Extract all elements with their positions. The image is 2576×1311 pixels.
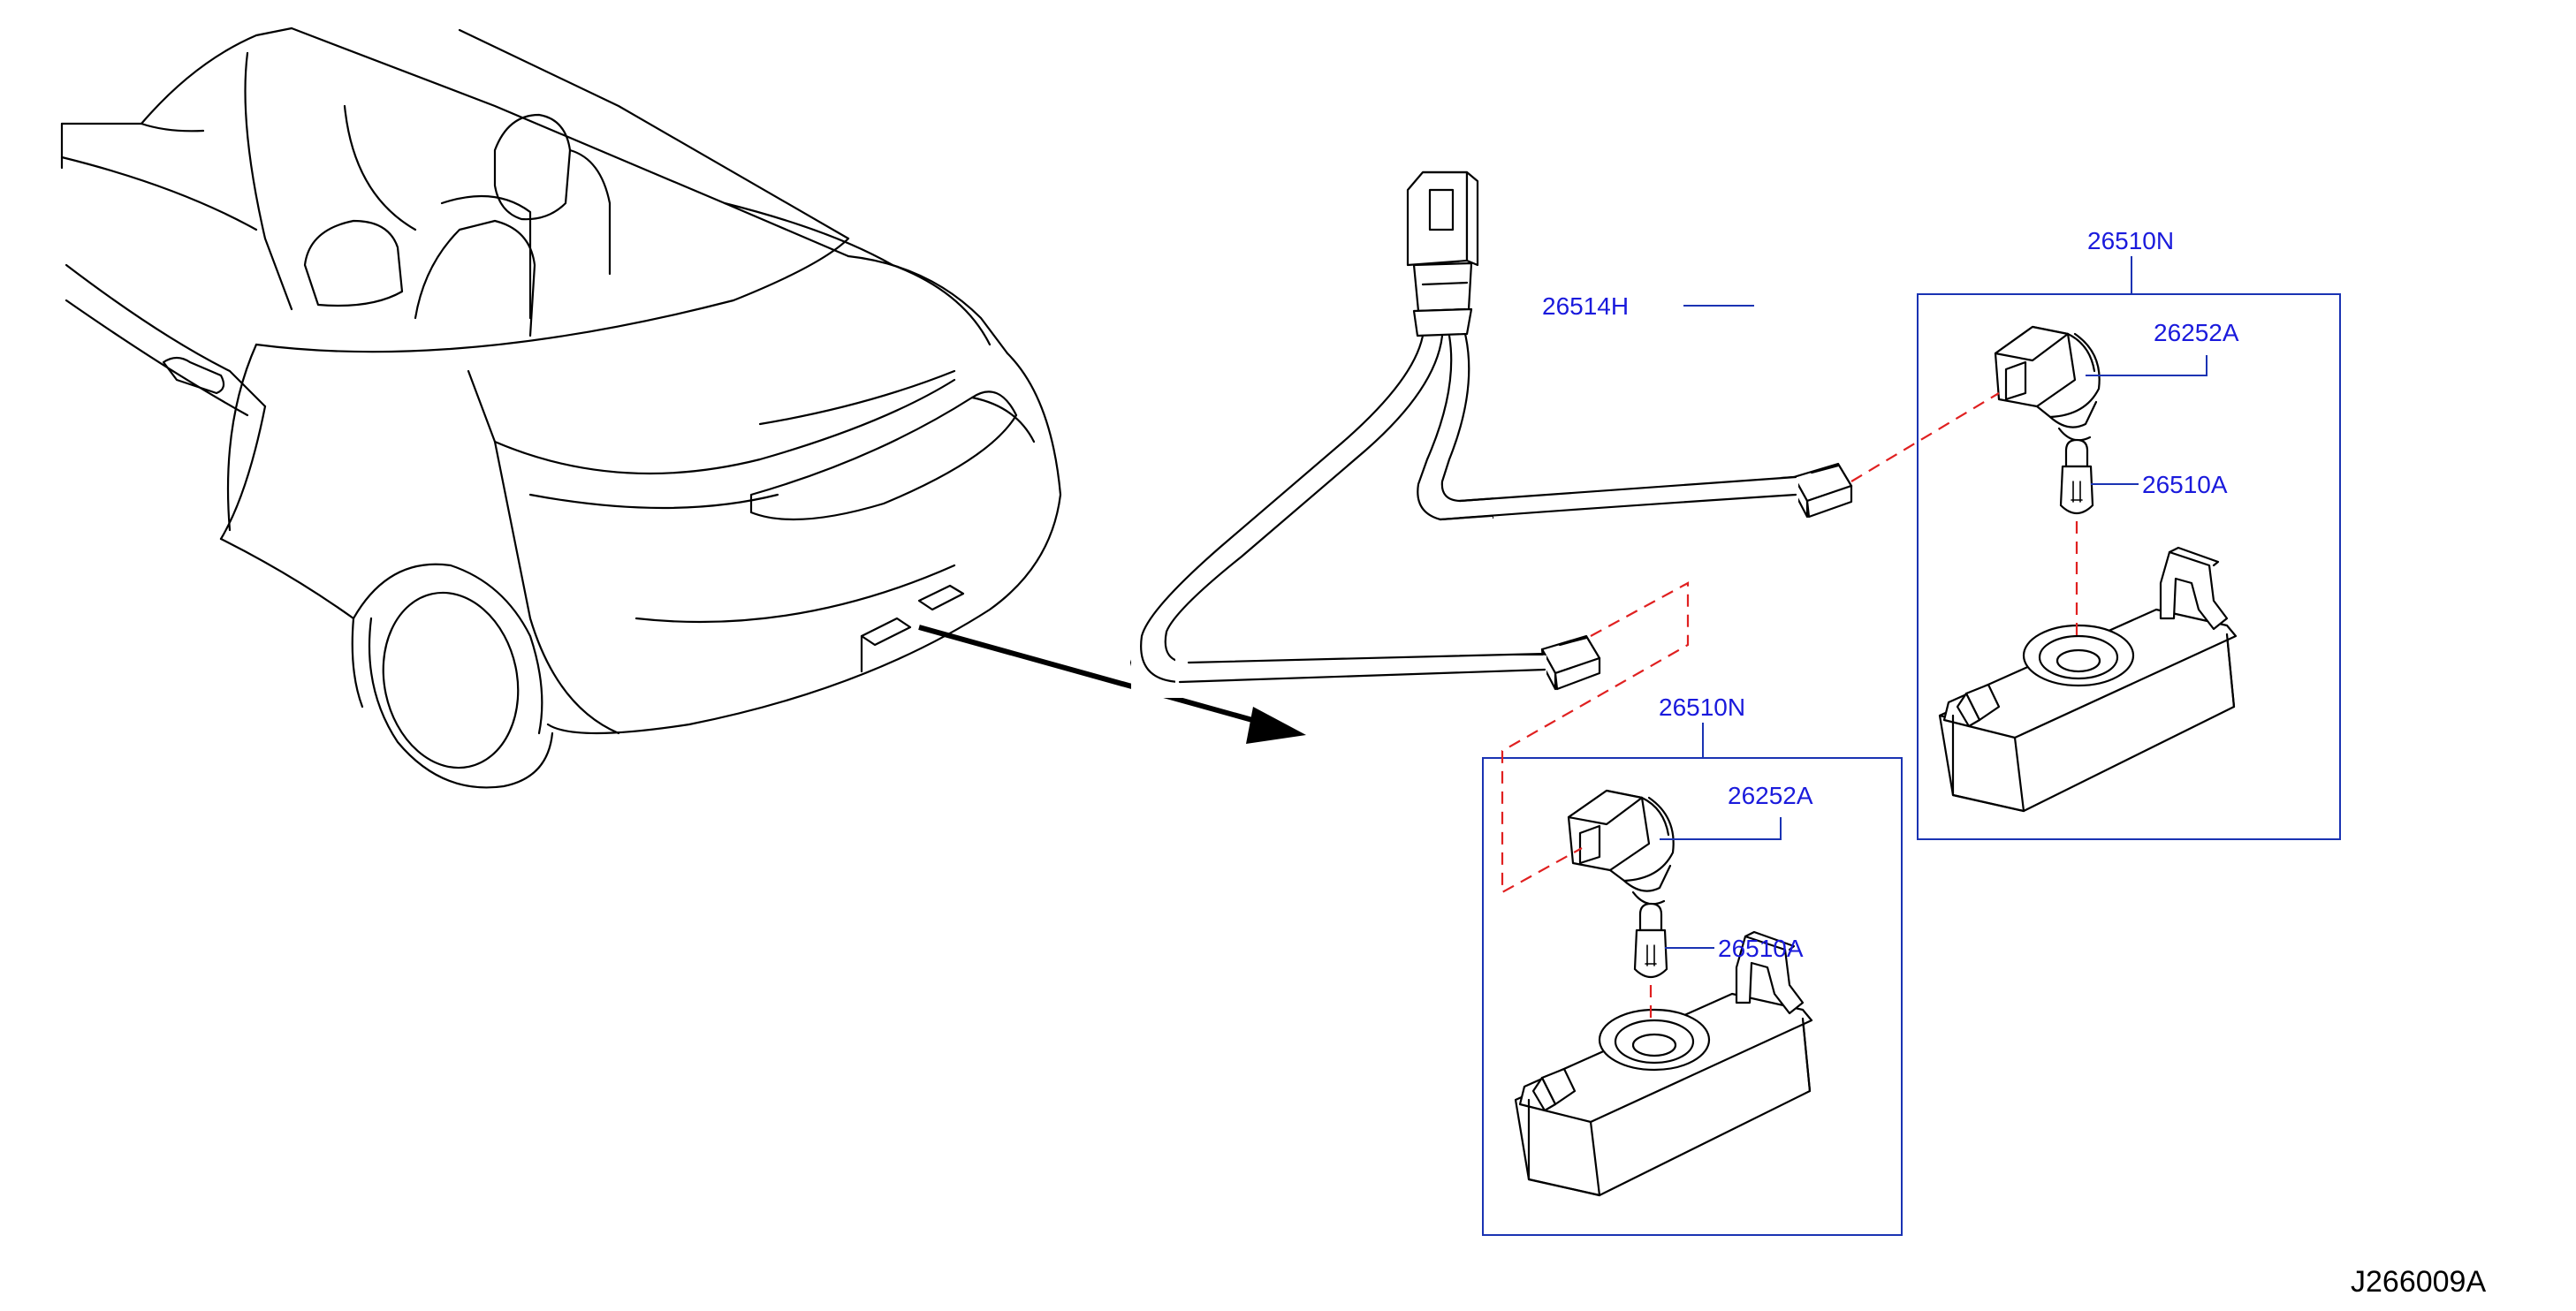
callout-lower-bulb: 26510A [1718,935,1804,962]
upper-lamp-group [1850,256,2341,840]
direction-arrow [918,625,1306,744]
callout-upper-lamp-assembly: 26510N [2087,227,2174,254]
callout-lower-socket: 26252A [1728,782,1813,809]
callout-upper-socket: 26252A [2154,319,2239,346]
callout-harness: 26514H [1542,292,1629,320]
diagram-code: J266009A [2351,1265,2486,1299]
lower-lamp-group [1482,581,1903,1236]
car-illustration [60,27,1062,789]
callout-upper-bulb: 26510A [2142,471,2228,498]
harness-clean [1140,307,1796,684]
callout-lower-lamp-assembly: 26510N [1659,693,1745,721]
harness-final [1178,475,1797,684]
